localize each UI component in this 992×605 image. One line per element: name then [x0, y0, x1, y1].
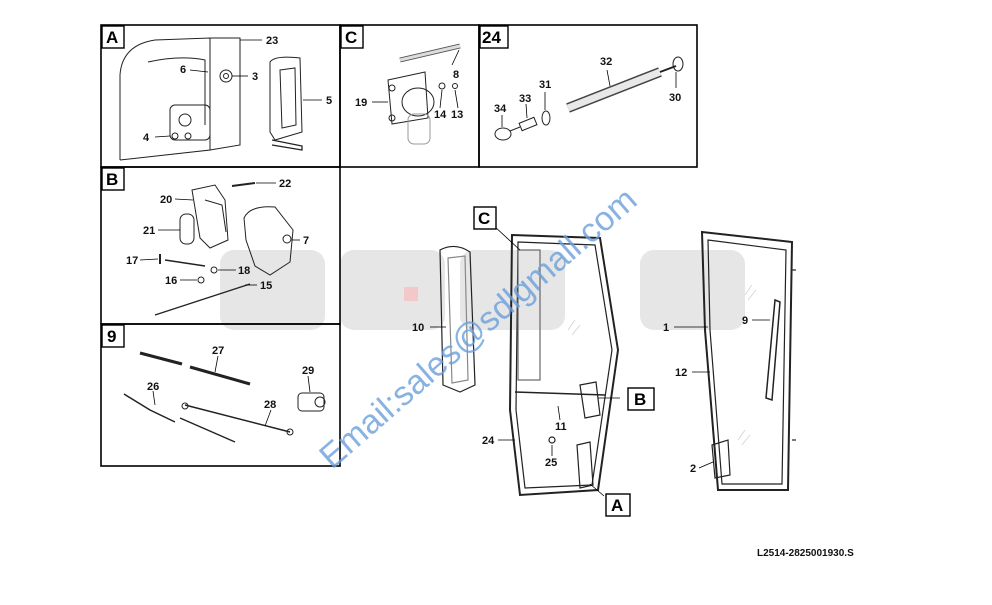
label-14: 14 [434, 109, 447, 121]
washer-31 [541, 110, 551, 126]
label-15: 15 [260, 280, 272, 292]
wiper-blade-27 [189, 365, 251, 386]
label-16: 16 [165, 275, 177, 287]
label-20: 20 [160, 194, 172, 206]
handle-cover [269, 56, 303, 141]
panel-9-drawing [123, 351, 326, 443]
glass-1 [700, 230, 794, 491]
wiper-motor [401, 87, 435, 117]
svg-text:24: 24 [482, 28, 501, 47]
main-door-drawing [439, 230, 796, 497]
lock-assembly-b [579, 381, 601, 419]
label-11: 11 [555, 421, 567, 433]
label-31: 31 [539, 79, 551, 91]
rod-link [164, 259, 206, 267]
wiper-9 [765, 298, 781, 402]
label-4: 4 [143, 132, 150, 144]
label-27: 27 [212, 345, 224, 357]
panel-c-leaders [372, 49, 460, 109]
label-19: 19 [355, 97, 367, 109]
rod-15 [154, 283, 251, 316]
label-13: 13 [451, 109, 463, 121]
svg-text:B: B [106, 170, 118, 189]
bracket-2 [711, 439, 731, 479]
label-5: 5 [326, 95, 332, 107]
callout-b: B [627, 387, 655, 411]
panel-24-drawing [494, 56, 684, 141]
door-frame-outline [119, 37, 211, 161]
ball-stud-34 [494, 127, 512, 141]
label-30: 30 [669, 92, 681, 104]
panel-c-drawing [387, 43, 461, 145]
main-leaders [430, 225, 770, 497]
bolt-22 [231, 182, 256, 187]
latch-body [191, 184, 229, 249]
panel-b-leaders [139, 182, 300, 286]
callout-a: A [605, 493, 631, 517]
panel-24-leaders [501, 69, 677, 127]
panel-24-frame [478, 24, 698, 168]
label-3: 3 [252, 71, 258, 83]
panel-tag-b: B [101, 167, 125, 191]
label-22: 22 [279, 178, 291, 190]
label-26: 26 [147, 381, 159, 393]
svg-text:A: A [611, 496, 623, 515]
drawing-code: L2514-2825001930.S [757, 548, 854, 559]
label-24: 24 [482, 435, 495, 447]
label-2: 2 [690, 463, 696, 475]
clip-18 [210, 266, 218, 274]
label-23: 23 [266, 35, 278, 47]
wiper-motor-29 [297, 392, 325, 412]
nut-16 [197, 276, 205, 284]
linkage-28 [184, 404, 291, 433]
svg-text:A: A [106, 28, 118, 47]
label-7: 7 [303, 235, 309, 247]
lock-plate [169, 104, 211, 141]
label-29: 29 [302, 365, 314, 377]
label-8: 8 [453, 69, 459, 81]
svg-text:9: 9 [107, 327, 116, 346]
bracket-21 [179, 213, 195, 245]
nut-33 [518, 116, 538, 132]
grommet-part [219, 69, 233, 83]
door-frame-24 [508, 233, 620, 497]
label-17: 17 [126, 255, 138, 267]
panel-tag-24: 24 [479, 25, 509, 49]
handle-assembly-a [576, 441, 594, 489]
label-18: 18 [238, 265, 250, 277]
svg-text:C: C [478, 209, 490, 228]
cover-7 [243, 206, 294, 276]
panel-9-leaders [152, 355, 311, 427]
label-28: 28 [264, 399, 276, 411]
label-12: 12 [675, 367, 687, 379]
strut-end-ring [672, 56, 684, 72]
panel-9-frame [100, 323, 341, 467]
panel-tag-c: C [340, 25, 364, 49]
wiper-arm-26 [123, 393, 176, 423]
panel-b-drawing [154, 182, 294, 316]
panel-tag-9: 9 [101, 324, 125, 348]
label-9: 9 [742, 315, 748, 327]
callout-c: C [473, 206, 497, 230]
svg-text:C: C [345, 28, 357, 47]
label-32: 32 [600, 56, 612, 68]
svg-text:B: B [634, 390, 646, 409]
wiper-blade-left [139, 351, 183, 366]
motor-plate [387, 71, 429, 125]
brand-watermark [220, 250, 745, 330]
label-25: 25 [545, 457, 557, 469]
label-6: 6 [180, 64, 186, 76]
label-34: 34 [494, 103, 507, 115]
label-10: 10 [412, 322, 424, 334]
label-33: 33 [519, 93, 531, 105]
lock-cylinder [178, 113, 192, 127]
panel-a-leaders [154, 39, 322, 138]
panel-tag-a: A [101, 25, 125, 49]
label-1: 1 [663, 322, 669, 334]
trim-panel-10 [439, 245, 476, 393]
label-21: 21 [143, 225, 155, 237]
